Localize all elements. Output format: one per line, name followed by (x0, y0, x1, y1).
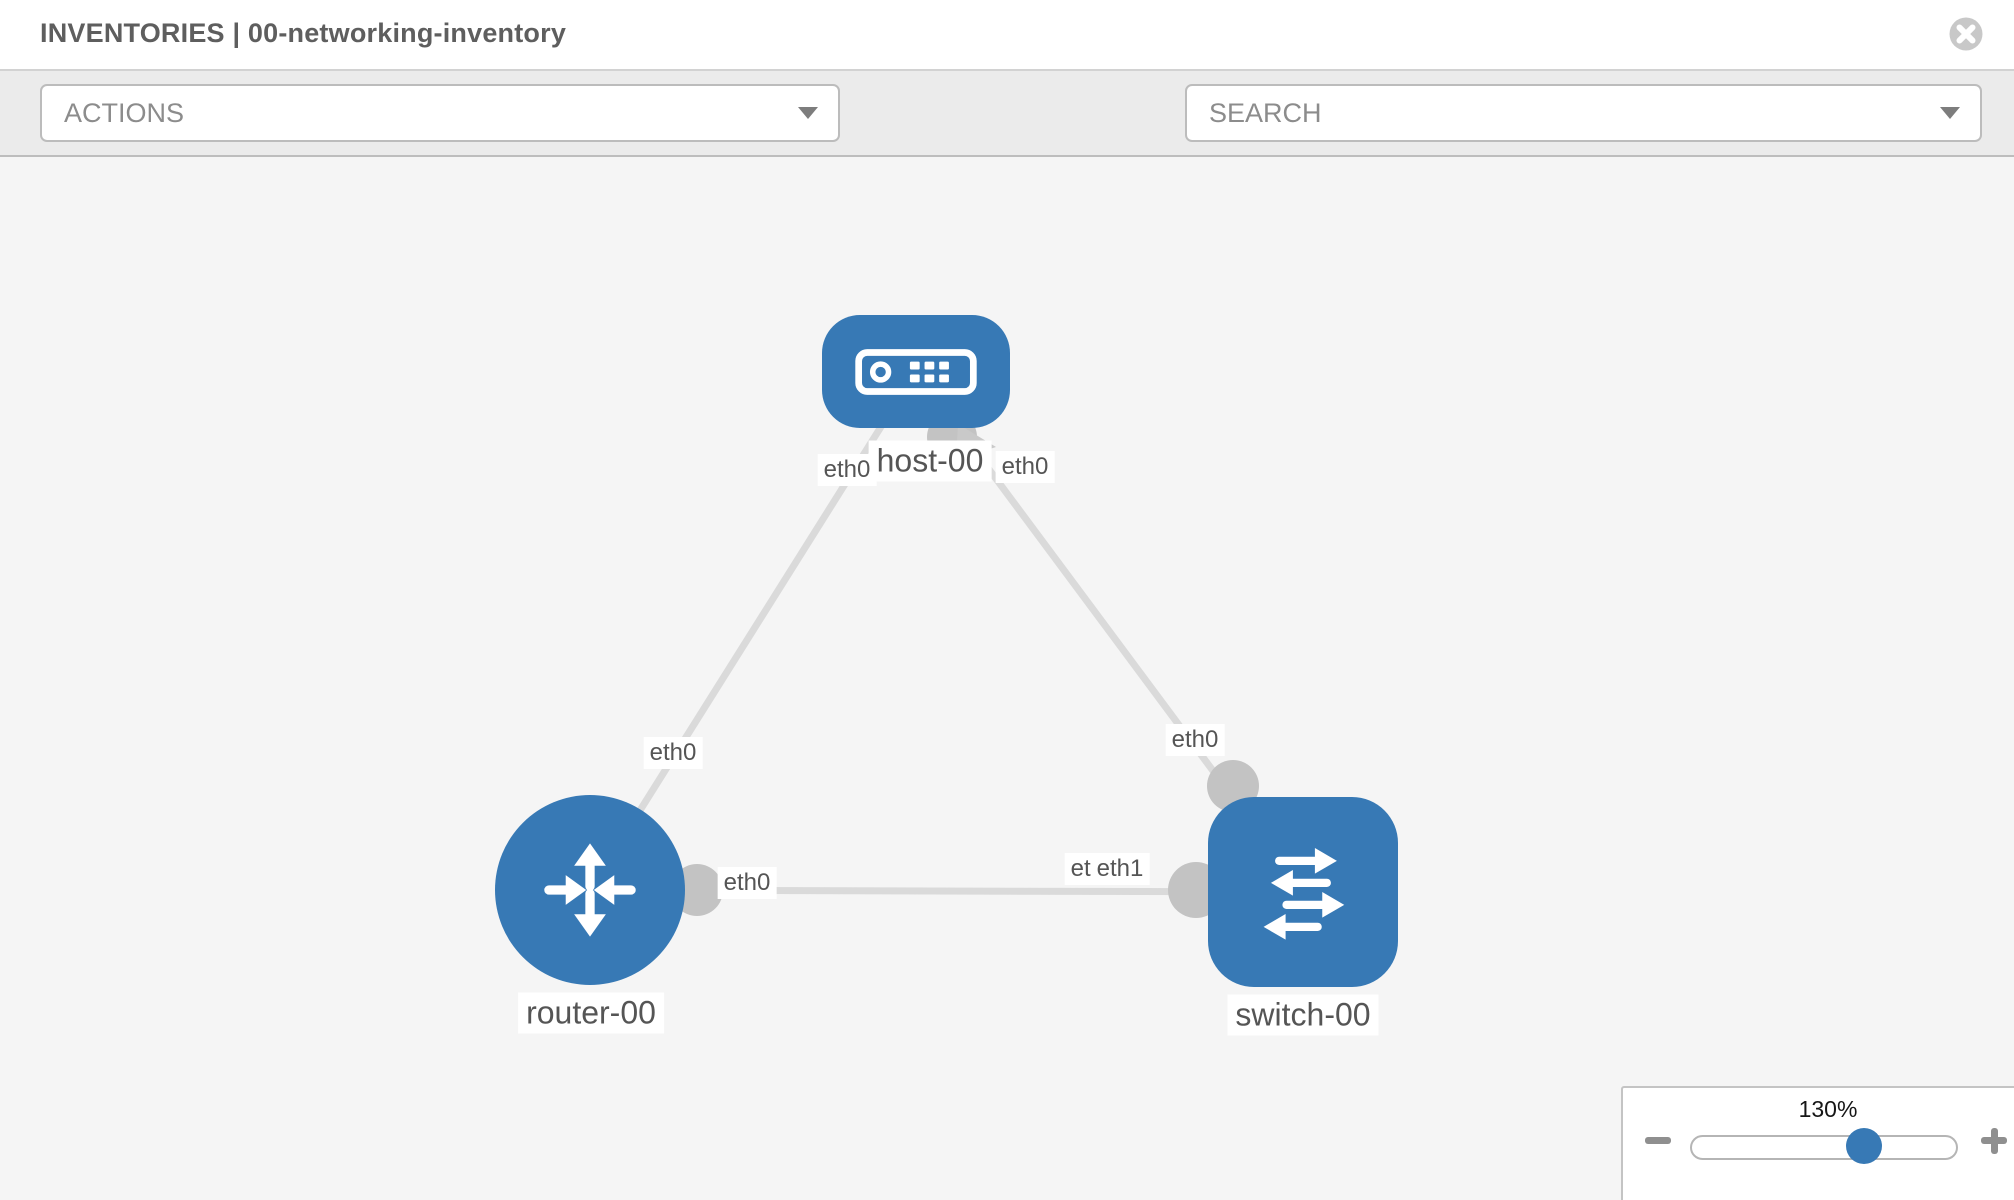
zoom-level-value: 130% (1798, 1096, 1858, 1122)
page-title: INVENTORIES | 00-networking-inventory (40, 18, 567, 48)
close-icon (1949, 17, 1983, 51)
node-label-host: host-00 (868, 440, 992, 482)
switch-arrows-icon (1263, 848, 1345, 940)
node-switch-00[interactable] (1208, 797, 1398, 987)
node-router-00[interactable] (495, 795, 685, 985)
minus-icon (1645, 1137, 1671, 1144)
search-dropdown-label: SEARCH (1209, 97, 1322, 128)
node-label-switch: switch-00 (1227, 994, 1379, 1036)
actions-dropdown-label: ACTIONS (64, 97, 185, 128)
iface-label: eth0 (817, 454, 877, 486)
header-bar: INVENTORIES | 00-networking-inventory (0, 0, 2014, 71)
iface-label: eth0 (643, 737, 703, 769)
actions-dropdown[interactable]: ACTIONS (40, 84, 840, 142)
zoom-control-panel: 130% (1621, 1086, 2014, 1200)
close-button[interactable] (1947, 15, 1985, 53)
topology-canvas[interactable]: host-00 router-00 switch-00 eth0 eth0 et… (0, 157, 2014, 1200)
server-icon (855, 348, 977, 395)
node-host-00[interactable] (822, 315, 1010, 428)
zoom-slider-knob[interactable] (1846, 1128, 1882, 1164)
iface-label: eth0 (995, 451, 1055, 483)
zoom-in-button[interactable] (1974, 1120, 2014, 1160)
plus-icon (1990, 1127, 1998, 1154)
zoom-out-button[interactable] (1638, 1120, 1678, 1160)
chevron-down-icon (798, 107, 818, 119)
zoom-slider-track[interactable] (1690, 1135, 1958, 1160)
iface-label: eth0 (1165, 724, 1225, 756)
toolbar: ACTIONS SEARCH (0, 71, 2014, 203)
iface-label: eth1 (1090, 853, 1150, 885)
iface-label: eth0 (717, 867, 777, 899)
search-dropdown[interactable]: SEARCH (1185, 84, 1982, 142)
router-arrows-icon (544, 843, 636, 937)
node-label-router: router-00 (518, 992, 664, 1034)
chevron-down-icon (1940, 107, 1960, 119)
